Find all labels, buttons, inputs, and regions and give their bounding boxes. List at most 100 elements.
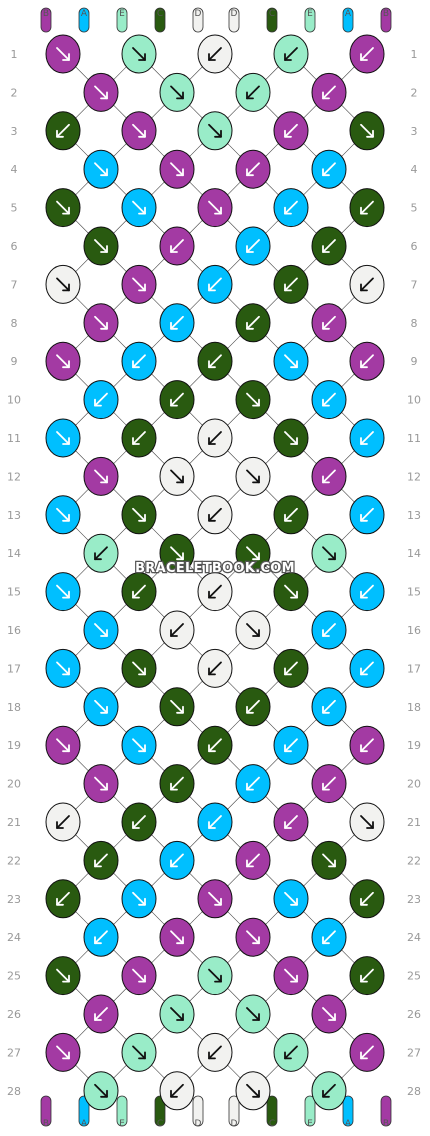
knot [235,303,271,343]
knot [121,495,157,535]
knot [121,956,157,996]
knot [121,418,157,458]
strand-end [380,7,392,33]
strand-letter: A [81,9,88,19]
knot [159,610,195,650]
strand-end [342,1095,354,1127]
knot [121,264,157,304]
knot [197,1032,233,1072]
strand-letter: E [119,1119,125,1129]
knot [235,687,271,727]
strand-end [40,7,52,33]
knot [83,917,119,957]
knot-grid [45,34,385,1111]
knot [349,572,385,612]
strand-letter: D [195,1119,202,1129]
knot [235,226,271,266]
row-number-left: 3 [11,125,18,138]
knot [121,341,157,381]
knot [83,72,119,112]
strand-end [40,1095,52,1127]
knot [349,264,385,304]
row-number-left: 14 [7,547,21,560]
row-number-left: 23 [7,893,21,906]
knot [235,764,271,804]
knot [83,149,119,189]
row-number-right: 20 [407,778,421,791]
knot [159,456,195,496]
strand-letter: A [81,1119,88,1129]
knot [83,610,119,650]
knot [311,149,347,189]
strand-letter: C [157,9,163,19]
knot [45,879,81,919]
strand-letter: D [195,9,202,19]
knot [45,648,81,688]
knot [83,380,119,420]
strand-end [304,7,316,33]
row-number-right: 6 [411,240,418,253]
knot [349,725,385,765]
knot [273,495,309,535]
knot [311,533,347,573]
strand-end [342,7,354,33]
knot [159,840,195,880]
row-number-left: 13 [7,509,21,522]
strand-end [228,7,240,33]
knot [311,1071,347,1111]
strand-letter: C [269,1119,275,1129]
knot [349,495,385,535]
knot [159,303,195,343]
knot [349,648,385,688]
strand-end [154,1095,166,1127]
watermark: BRACELETBOOK.COM [135,561,295,576]
row-number-left: 22 [7,854,21,867]
knot [83,303,119,343]
knot [349,188,385,228]
row-number-left: 25 [7,970,21,983]
knot [159,72,195,112]
knot [83,226,119,266]
knot [45,956,81,996]
row-number-right: 14 [407,547,421,560]
knot [273,34,309,74]
knot [83,533,119,573]
knot [159,764,195,804]
row-number-right: 11 [407,432,421,445]
row-number-right: 17 [407,662,421,675]
knot [83,456,119,496]
knot [197,111,233,151]
strand-end [78,1095,90,1127]
strand-end [266,1095,278,1127]
strand-letter: A [345,9,352,19]
strand-end [266,7,278,33]
knot [159,1071,195,1111]
row-number-right: 26 [407,1008,421,1021]
row-number-right: 5 [411,202,418,215]
knot [235,840,271,880]
knot [45,725,81,765]
knot [45,111,81,151]
strand-end [228,1095,240,1127]
row-number-left: 9 [11,355,18,368]
knot [273,188,309,228]
knot [349,1032,385,1072]
row-number-left: 24 [7,931,21,944]
knot [311,764,347,804]
knot [273,1032,309,1072]
knot [45,495,81,535]
knot [83,687,119,727]
row-number-left: 4 [11,163,18,176]
knot [235,149,271,189]
knot [349,111,385,151]
strand-end [116,1095,128,1127]
strand-end [380,1095,392,1127]
strand-letter: B [43,9,49,19]
row-number-left: 12 [7,470,21,483]
row-number-right: 16 [407,624,421,637]
strand-end [192,7,204,33]
knot [273,341,309,381]
knot [159,149,195,189]
